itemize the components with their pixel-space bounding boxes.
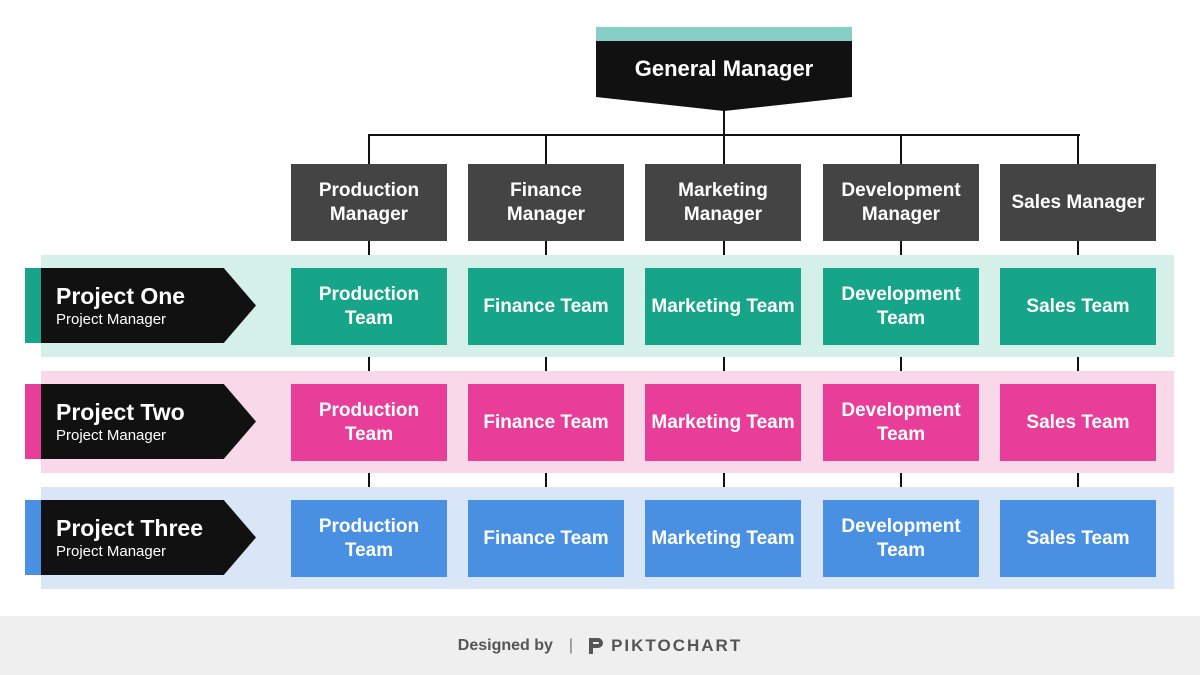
team-label: Production Team — [318, 283, 420, 329]
project-three-production-team: Production Team — [291, 500, 447, 577]
team-label: Sales Team — [1026, 411, 1130, 433]
project-two-subtitle: Project Manager — [56, 426, 167, 444]
team-label: Finance Team — [483, 295, 609, 317]
finance-manager-box: Finance Manager — [468, 164, 624, 241]
production-manager-label: Production Manager — [318, 179, 420, 225]
production-manager-box: Production Manager — [291, 164, 447, 241]
finance-manager-label: Finance Manager — [506, 179, 586, 225]
team-label: Production Team — [318, 399, 420, 445]
sales-manager-label: Sales Manager — [1011, 191, 1145, 213]
general-manager-box: General Manager — [596, 41, 852, 111]
project-two-sales-team: Sales Team — [1000, 384, 1156, 461]
team-label: Production Team — [318, 515, 420, 561]
project-two-title: Project Two — [56, 398, 185, 425]
brand-link[interactable]: PIKTOCHART — [587, 636, 742, 656]
project-one-marketing-team: Marketing Team — [645, 268, 801, 345]
sales-manager-box: Sales Manager — [1000, 164, 1156, 241]
piktochart-logo-icon — [589, 637, 604, 654]
footer: Designed by | PIKTOCHART — [0, 616, 1200, 675]
project-one-sales-team: Sales Team — [1000, 268, 1156, 345]
team-label: Sales Team — [1026, 295, 1130, 317]
project-three-subtitle: Project Manager — [56, 542, 167, 560]
general-manager-accent — [596, 27, 852, 41]
project-three-finance-team: Finance Team — [468, 500, 624, 577]
project-two-marketing-team: Marketing Team — [645, 384, 801, 461]
team-label: Marketing Team — [651, 527, 795, 549]
team-label: Finance Team — [483, 411, 609, 433]
project-one-production-team: Production Team — [291, 268, 447, 345]
development-manager-box: Development Manager — [823, 164, 979, 241]
project-three-label: Project Three Project Manager — [41, 500, 256, 575]
project-one-accent — [25, 268, 41, 343]
development-manager-label: Development Manager — [841, 179, 961, 225]
gm-connector — [723, 108, 725, 135]
marketing-manager-label: Marketing Manager — [678, 179, 768, 225]
project-three-development-team: Development Team — [823, 500, 979, 577]
general-manager-label: General Manager — [634, 56, 814, 81]
team-label: Development Team — [841, 283, 961, 329]
project-two-finance-team: Finance Team — [468, 384, 624, 461]
project-three-accent — [25, 500, 41, 575]
project-two-accent — [25, 384, 41, 459]
footer-separator: | — [568, 636, 574, 654]
project-three-marketing-team: Marketing Team — [645, 500, 801, 577]
project-three-sales-team: Sales Team — [1000, 500, 1156, 577]
marketing-manager-box: Marketing Manager — [645, 164, 801, 241]
project-two-development-team: Development Team — [823, 384, 979, 461]
general-manager-node: General Manager — [596, 27, 852, 111]
project-three-title: Project Three — [56, 514, 203, 541]
team-label: Development Team — [841, 399, 961, 445]
team-label: Development Team — [841, 515, 961, 561]
team-label: Marketing Team — [651, 411, 795, 433]
project-two-label: Project Two Project Manager — [41, 384, 256, 459]
team-label: Finance Team — [483, 527, 609, 549]
brand-label: PIKTOCHART — [611, 635, 743, 655]
team-label: Sales Team — [1026, 527, 1130, 549]
project-one-finance-team: Finance Team — [468, 268, 624, 345]
project-one-development-team: Development Team — [823, 268, 979, 345]
designed-by-label: Designed by — [457, 636, 553, 654]
project-one-label: Project One Project Manager — [41, 268, 256, 343]
project-one-title: Project One — [56, 282, 186, 309]
team-label: Marketing Team — [651, 295, 795, 317]
project-two-production-team: Production Team — [291, 384, 447, 461]
project-one-subtitle: Project Manager — [56, 310, 167, 328]
